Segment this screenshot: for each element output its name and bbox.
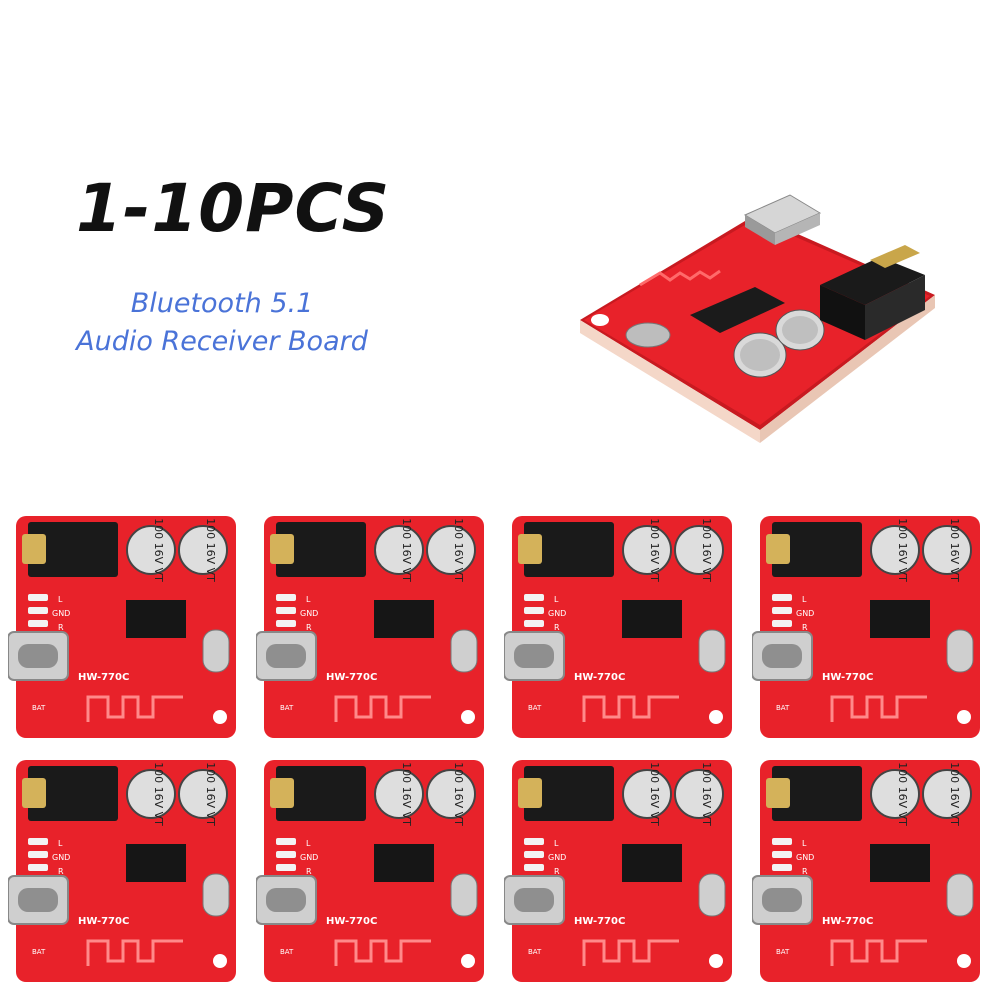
board-image: 100 16V VT 100 16V VT L GND R HW-770C BA…	[752, 512, 987, 742]
svg-text:100 16V VT: 100 16V VT	[896, 518, 909, 582]
board-image: 100 16V VT 100 16V VT L GND R HW-770C BA…	[504, 512, 739, 742]
svg-text:BAT: BAT	[776, 948, 790, 956]
svg-text:100 16V VT: 100 16V VT	[204, 762, 217, 826]
svg-text:L: L	[802, 839, 807, 848]
svg-text:HW-770C: HW-770C	[78, 916, 129, 927]
svg-text:100 16V VT: 100 16V VT	[896, 762, 909, 826]
product-subtitle: Bluetooth 5.1 Audio Receiver Board	[52, 285, 392, 361]
svg-text:L: L	[58, 595, 63, 604]
svg-text:HW-770C: HW-770C	[822, 672, 873, 683]
svg-text:BAT: BAT	[280, 948, 294, 956]
svg-text:GND: GND	[52, 609, 70, 618]
svg-text:100 16V VT: 100 16V VT	[648, 518, 661, 582]
hero-board-image	[570, 175, 940, 455]
subtitle-line-1: Bluetooth 5.1	[130, 288, 314, 319]
svg-text:BAT: BAT	[32, 704, 46, 712]
board-image: 100 16V VT 100 16V VT L GND R HW-770C BA…	[752, 756, 987, 986]
svg-text:BAT: BAT	[280, 704, 294, 712]
svg-text:L: L	[306, 839, 311, 848]
board-grid: 100 16V VT 100 16V VT L GND R HW-770C BA…	[0, 512, 1000, 1000]
svg-text:GND: GND	[796, 609, 814, 618]
svg-text:BAT: BAT	[776, 704, 790, 712]
svg-text:R: R	[58, 623, 64, 632]
subtitle-line-2: Audio Receiver Board	[76, 326, 368, 357]
svg-text:100 16V VT: 100 16V VT	[452, 518, 465, 582]
svg-text:BAT: BAT	[528, 948, 542, 956]
svg-text:BAT: BAT	[528, 704, 542, 712]
svg-text:R: R	[306, 623, 312, 632]
svg-text:100 16V VT: 100 16V VT	[452, 762, 465, 826]
svg-text:100 16V VT: 100 16V VT	[948, 762, 961, 826]
svg-text:R: R	[554, 623, 560, 632]
svg-text:GND: GND	[548, 853, 566, 862]
svg-text:HW-770C: HW-770C	[574, 916, 625, 927]
svg-text:HW-770C: HW-770C	[326, 672, 377, 683]
svg-text:L: L	[306, 595, 311, 604]
svg-text:HW-770C: HW-770C	[326, 916, 377, 927]
svg-text:100 16V VT: 100 16V VT	[948, 518, 961, 582]
svg-text:HW-770C: HW-770C	[574, 672, 625, 683]
svg-text:R: R	[306, 867, 312, 876]
svg-text:BAT: BAT	[32, 948, 46, 956]
svg-text:100 16V VT: 100 16V VT	[204, 518, 217, 582]
svg-text:L: L	[58, 839, 63, 848]
svg-text:L: L	[554, 595, 559, 604]
svg-text:GND: GND	[548, 609, 566, 618]
board-image: 100 16V VT 100 16V VT L GND R HW-770C BA…	[256, 512, 491, 742]
svg-text:GND: GND	[300, 853, 318, 862]
board-image: 100 16V VT 100 16V VT L GND R HW-770C BA…	[8, 512, 243, 742]
svg-text:100 16V VT: 100 16V VT	[700, 762, 713, 826]
board-image: 100 16V VT 100 16V VT L GND R HW-770C BA…	[8, 756, 243, 986]
svg-text:GND: GND	[796, 853, 814, 862]
svg-text:R: R	[802, 623, 808, 632]
product-title: 1-10PCS	[76, 170, 391, 247]
svg-text:L: L	[554, 839, 559, 848]
svg-text:100 16V VT: 100 16V VT	[700, 518, 713, 582]
svg-text:HW-770C: HW-770C	[78, 672, 129, 683]
svg-text:GND: GND	[300, 609, 318, 618]
svg-text:L: L	[802, 595, 807, 604]
svg-text:100 16V VT: 100 16V VT	[152, 762, 165, 826]
board-image: 100 16V VT 100 16V VT L GND R HW-770C BA…	[504, 756, 739, 986]
svg-text:100 16V VT: 100 16V VT	[400, 518, 413, 582]
svg-text:HW-770C: HW-770C	[822, 916, 873, 927]
svg-text:100 16V VT: 100 16V VT	[648, 762, 661, 826]
svg-text:R: R	[58, 867, 64, 876]
svg-text:GND: GND	[52, 853, 70, 862]
svg-text:100 16V VT: 100 16V VT	[400, 762, 413, 826]
svg-text:R: R	[802, 867, 808, 876]
board-image: 100 16V VT 100 16V VT L GND R HW-770C BA…	[256, 756, 491, 986]
svg-text:R: R	[554, 867, 560, 876]
svg-text:100 16V VT: 100 16V VT	[152, 518, 165, 582]
